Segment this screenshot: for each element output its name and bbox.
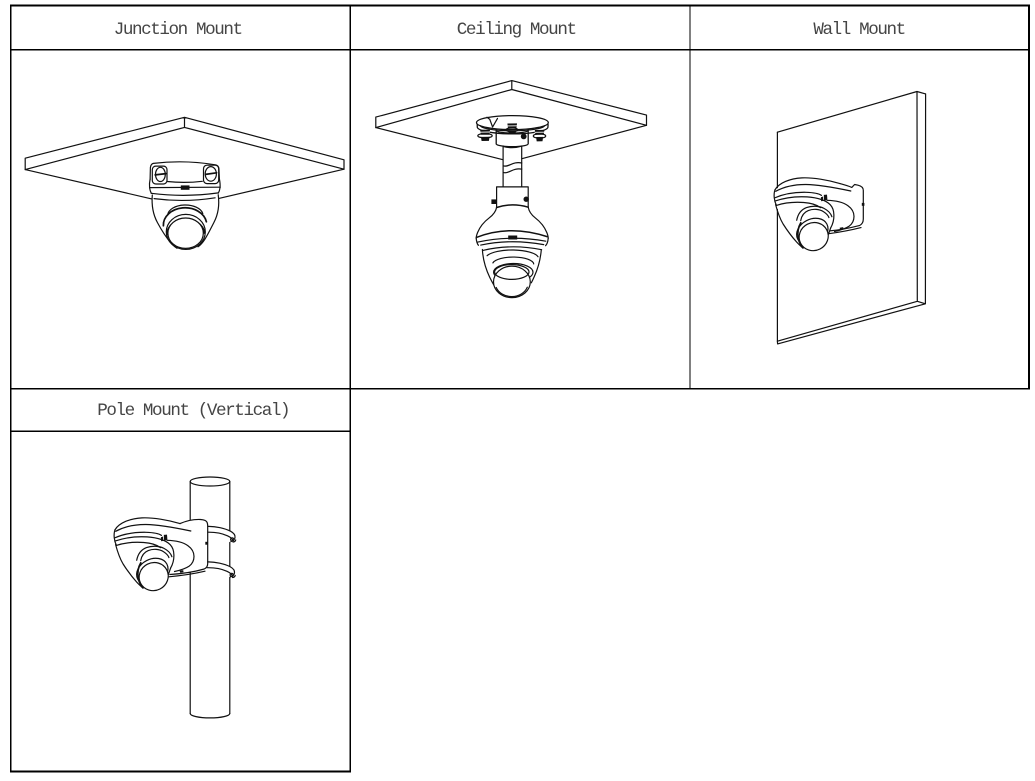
svg-text:Pole Mount (Vertical): Pole Mount (Vertical)	[97, 401, 289, 421]
svg-text:Junction Mount: Junction Mount	[114, 20, 242, 40]
svg-text:Ceiling Mount: Ceiling Mount	[457, 20, 576, 40]
svg-text:Wall Mount: Wall Mount	[813, 20, 904, 40]
